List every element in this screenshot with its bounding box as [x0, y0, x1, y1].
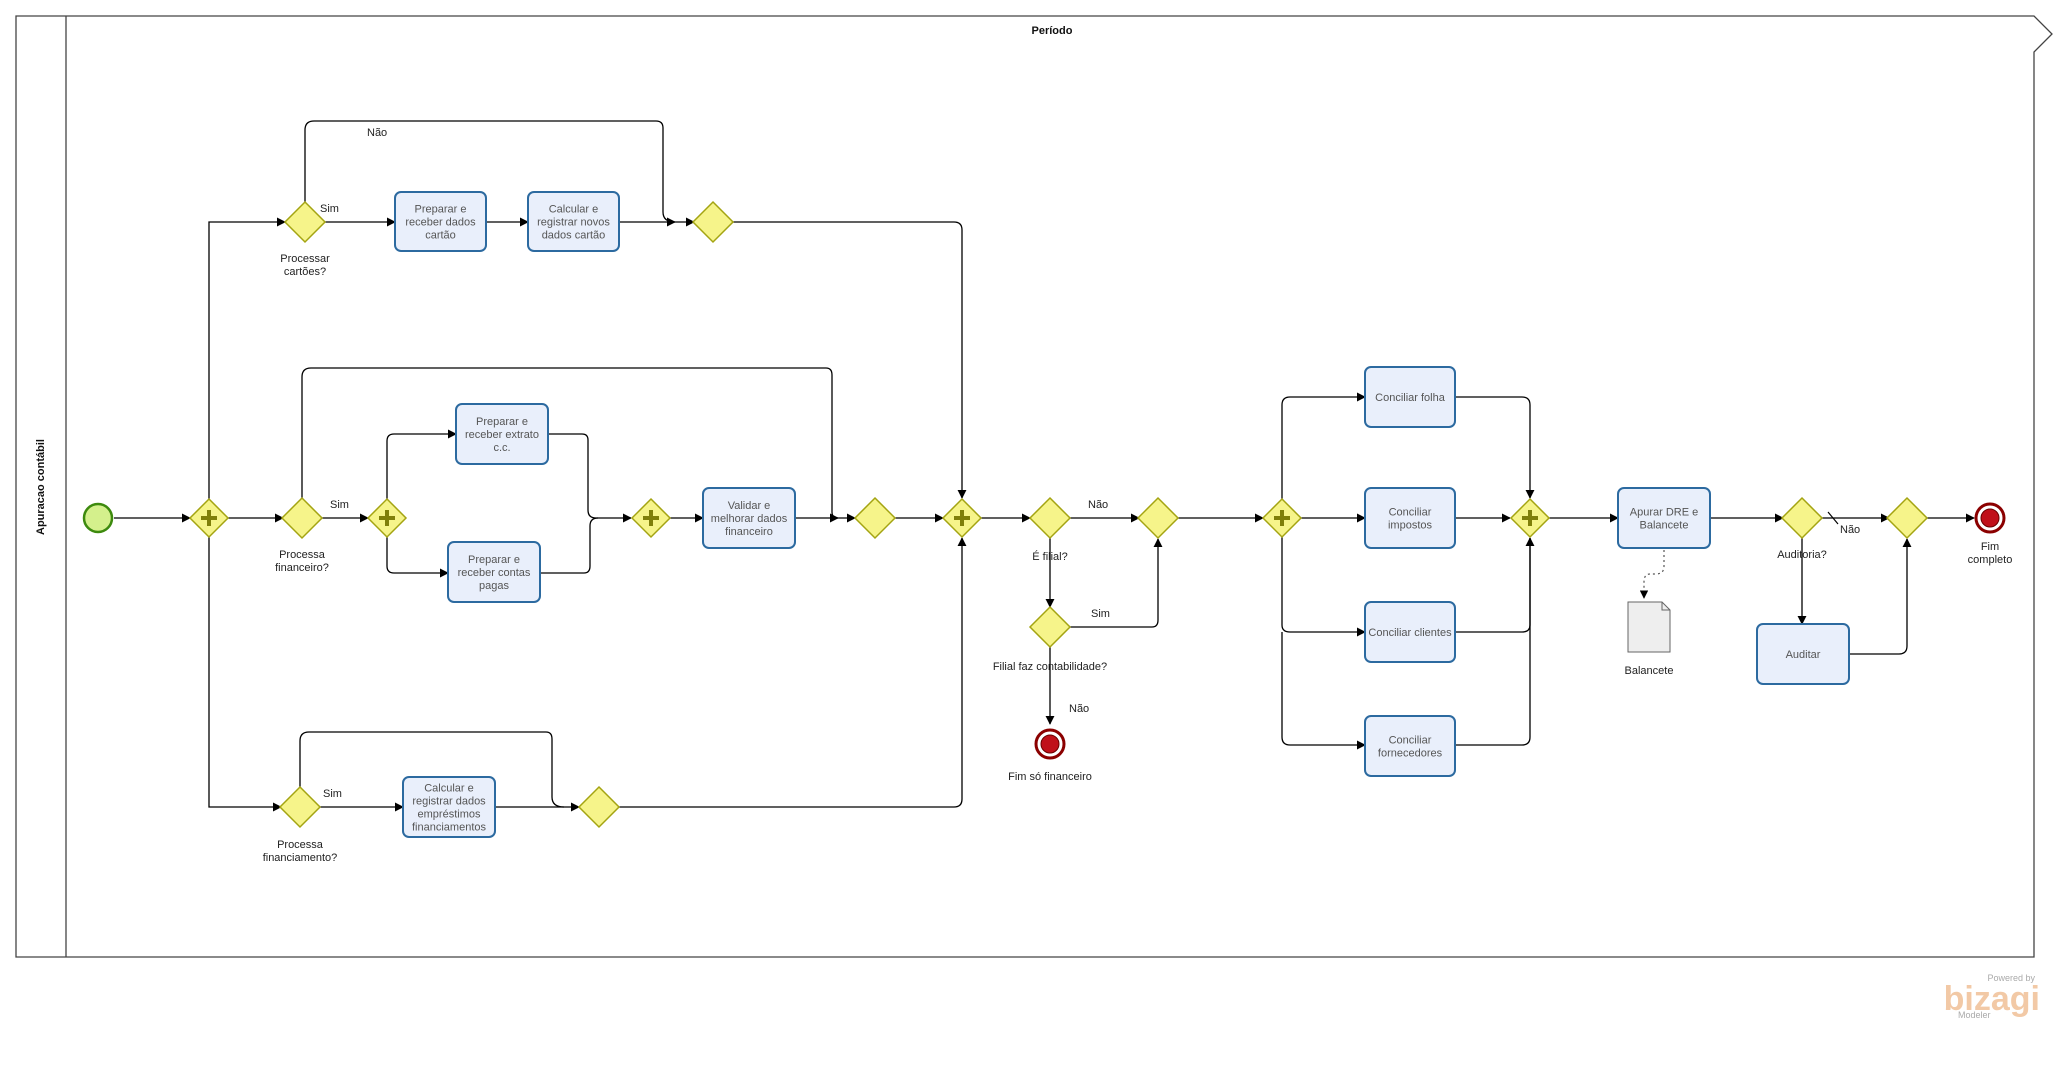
- label-cartoes-nao: Não: [367, 127, 387, 139]
- phase-label: Período: [1032, 25, 1073, 37]
- flow-financiamento-merge-join[interactable]: [618, 537, 967, 808]
- lane-label: Apuracao contábil: [35, 439, 47, 535]
- task-auditar-label: Auditar: [1786, 649, 1821, 661]
- auditoria-decision-gateway[interactable]: [1780, 496, 1824, 540]
- financeiro-split-gateway[interactable]: [366, 497, 408, 539]
- label-filial-contab-sim: Sim: [1091, 608, 1110, 620]
- flow-split-cartoes[interactable]: [208, 217, 286, 499]
- labels: Sim Não Sim Sim Não Sim Não Não Fim só f…: [320, 127, 1860, 800]
- main-join-gateway[interactable]: [941, 497, 983, 539]
- financeiro-join-gateway[interactable]: [630, 497, 672, 539]
- label-efilial: É filial?: [1032, 550, 1067, 563]
- flow-fornecedores-join[interactable]: [1455, 538, 1531, 746]
- flow-fin-split-extrato[interactable]: [386, 429, 457, 499]
- label-end-financeiro: Fim só financeiro: [1008, 771, 1092, 783]
- label-financeiro-sim: Sim: [330, 499, 349, 511]
- flow-extrato-join[interactable]: [548, 433, 632, 523]
- flow-split-fornecedores[interactable]: [1281, 632, 1366, 750]
- flow-split-clientes[interactable]: [1281, 537, 1366, 637]
- logo-text: bizagi: [1944, 980, 2040, 1018]
- task-conciliar-clientes[interactable]: Conciliar clientes: [1364, 601, 1456, 663]
- association-balancete: [1639, 545, 1665, 599]
- start-event[interactable]: [82, 502, 114, 534]
- task-conciliar-clientes-label: Conciliar clientes: [1368, 627, 1452, 639]
- filial-contab-decision-gateway[interactable]: [1028, 605, 1072, 649]
- financeiro-merge-gateway[interactable]: [853, 496, 897, 540]
- flow-contas-join[interactable]: [540, 517, 599, 574]
- pool: Apuracao contábil Período: [15, 15, 2053, 958]
- flow-folha-join[interactable]: [1455, 396, 1535, 499]
- task-conciliar-folha-label: Conciliar folha: [1375, 392, 1446, 404]
- pool-border: [15, 15, 2053, 958]
- flow-cartoes-merge-join[interactable]: [733, 221, 967, 499]
- conciliar-split-gateway[interactable]: [1261, 497, 1303, 539]
- label-financiamento-sim: Sim: [323, 788, 342, 800]
- flow-auditar-merge[interactable]: [1849, 538, 1912, 655]
- flow-cartoes-nao[interactable]: [304, 120, 676, 227]
- cartoes-decision-gateway[interactable]: [283, 200, 327, 244]
- label-cartoes-sim: Sim: [320, 203, 339, 215]
- flow-split-folha[interactable]: [1281, 392, 1366, 499]
- bizagi-logo: Powered by bizagi Modeler: [1944, 973, 2040, 1020]
- auditoria-merge-gateway[interactable]: [1885, 496, 1929, 540]
- flow-split-financiamento[interactable]: [208, 537, 282, 812]
- label-filial-contab-nao: Não: [1069, 703, 1089, 715]
- end-event-financeiro[interactable]: [1034, 728, 1066, 760]
- powered-by-text: Powered by: [1987, 973, 2035, 983]
- task-auditar[interactable]: Auditar: [1756, 623, 1850, 685]
- balancete-document-icon[interactable]: [1627, 601, 1671, 653]
- financiamento-merge-gateway[interactable]: [577, 785, 621, 829]
- flow-fin-split-contas[interactable]: [386, 537, 449, 578]
- label-balancete: Balancete: [1625, 665, 1674, 677]
- flow-financeiro-nao[interactable]: [301, 367, 839, 523]
- task-conciliar-folha[interactable]: Conciliar folha: [1364, 366, 1456, 428]
- cartoes-merge-gateway[interactable]: [691, 200, 735, 244]
- financiamento-decision-gateway[interactable]: [278, 785, 322, 829]
- label-auditoria: Auditoria?: [1777, 549, 1827, 561]
- sequence-flows: [114, 120, 1975, 812]
- efilial-decision-gateway[interactable]: [1028, 496, 1072, 540]
- product-text: Modeler: [1958, 1010, 1991, 1020]
- flow-financiamento-nao[interactable]: [299, 731, 565, 808]
- parallel-split-gateway[interactable]: [188, 497, 230, 539]
- conciliar-join-gateway[interactable]: [1509, 497, 1551, 539]
- label-auditoria-nao: Não: [1840, 524, 1860, 536]
- label-filial-contab: Filial faz contabilidade?: [993, 661, 1107, 673]
- filial-merge-gateway[interactable]: [1136, 496, 1180, 540]
- financeiro-decision-gateway[interactable]: [280, 496, 324, 540]
- flow-filialcontab-sim[interactable]: [1069, 538, 1163, 628]
- end-event-completo[interactable]: [1974, 502, 2006, 534]
- label-filial-nao: Não: [1088, 499, 1108, 511]
